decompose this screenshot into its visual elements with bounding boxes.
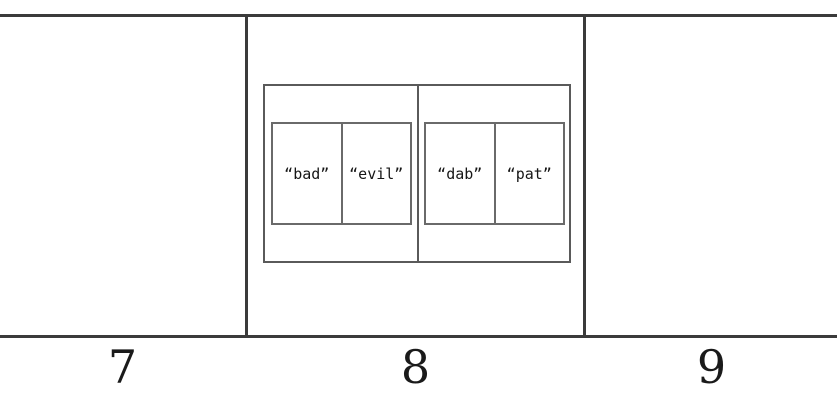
word-cell-evil: “evil” (341, 124, 410, 223)
ruler-divider-left (245, 16, 248, 336)
ruler-top-line (0, 14, 837, 17)
ruler-cell-number-8: 8 (400, 340, 431, 394)
ruler-cell-number-9: 9 (696, 340, 727, 394)
ruler-bottom-line (0, 335, 837, 338)
word-cell-pat: “pat” (494, 124, 563, 223)
word-pair-box-2: “dab” “pat” (423, 122, 565, 225)
ruler-divider-right (583, 16, 586, 336)
word-cell-dab: “dab” (437, 164, 483, 183)
ruler-cell-number-7: 7 (107, 340, 138, 394)
constituent-group-2: “dab” “pat” (417, 86, 569, 261)
constituent-group-1: “bad” “evil” (265, 86, 417, 261)
outer-constituent-box: “bad” “evil” “dab” “pat” (263, 84, 571, 263)
word-pair-box-1: “bad” “evil” (270, 122, 412, 225)
word-cell-bad: “bad” (284, 164, 330, 183)
